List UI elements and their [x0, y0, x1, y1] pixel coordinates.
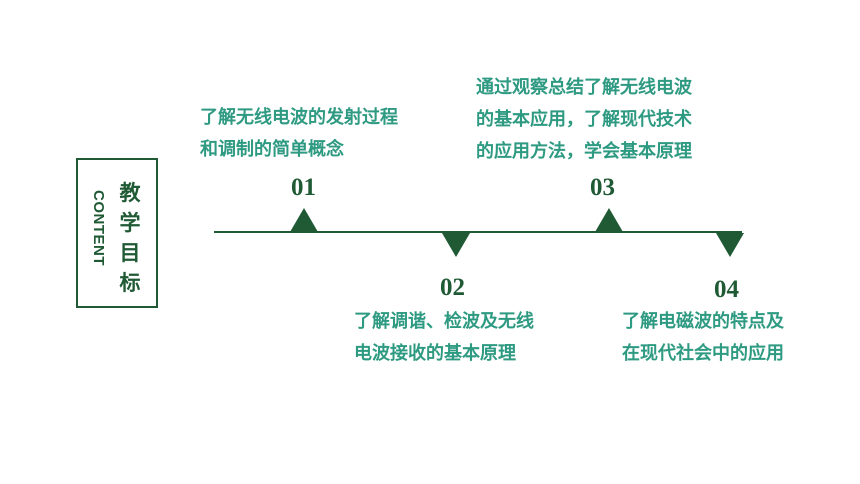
milestone-04-marker [716, 233, 744, 257]
milestone-01-number: 01 [291, 174, 316, 201]
milestone-02-number: 02 [440, 274, 465, 301]
milestone-03-text: 通过观察总结了解无线电波 的基本应用，了解现代技术 的应用方法，学会基本原理 [476, 72, 692, 168]
milestone-04-line-1: 了解电磁波的特点及 [622, 311, 784, 332]
content-label: CONTENT [90, 190, 107, 266]
milestone-02-text: 了解调谐、检波及无线 电波接收的基本原理 [354, 306, 534, 370]
title-frame [76, 158, 158, 308]
milestone-02-marker [442, 233, 470, 257]
milestone-04-text: 了解电磁波的特点及 在现代社会中的应用 [622, 306, 784, 370]
milestone-01-line-2: 和调制的简单概念 [200, 139, 344, 160]
milestone-03-marker [595, 208, 623, 232]
milestone-01-marker [290, 208, 318, 232]
milestone-01-line-1: 了解无线电波的发射过程 [200, 107, 398, 128]
milestone-01-text: 了解无线电波的发射过程 和调制的简单概念 [200, 102, 398, 166]
milestone-03-line-2: 的基本应用，了解现代技术 [476, 109, 692, 130]
milestone-03-line-3: 的应用方法，学会基本原理 [476, 141, 692, 162]
milestone-04-number: 04 [714, 276, 739, 303]
milestone-04-line-2: 在现代社会中的应用 [622, 343, 784, 364]
milestone-02-line-2: 电波接收的基本原理 [354, 343, 516, 364]
milestone-03-line-1: 通过观察总结了解无线电波 [476, 77, 692, 98]
timeline-line [214, 231, 742, 233]
milestone-02-line-1: 了解调谐、检波及无线 [354, 311, 534, 332]
milestone-03-number: 03 [590, 174, 615, 201]
section-title: 教学目标 [119, 181, 141, 295]
